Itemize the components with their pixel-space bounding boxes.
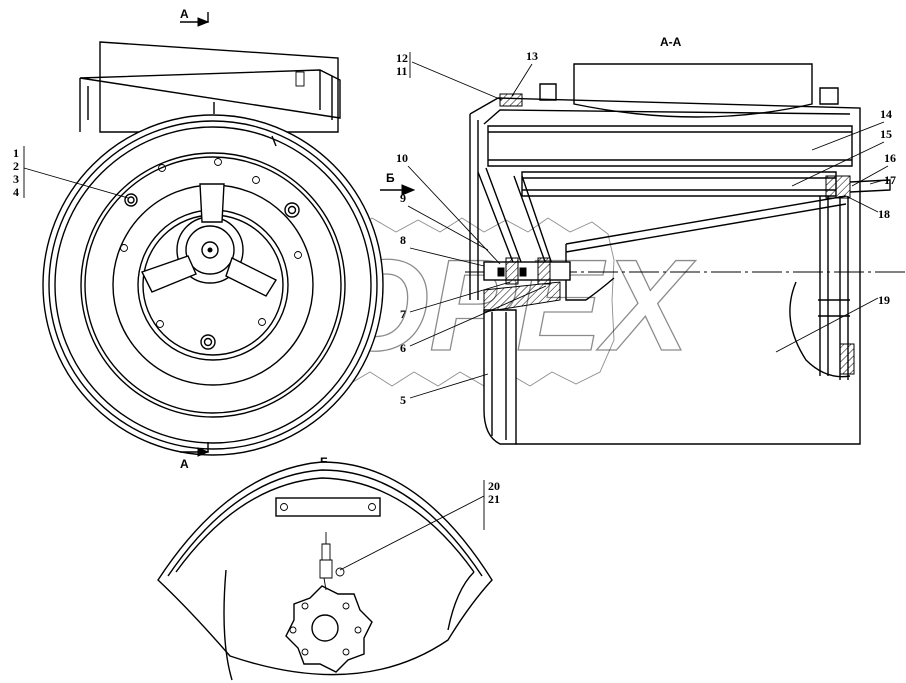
svg-text:20: 20 [488, 479, 500, 493]
view-b: Б [157, 455, 493, 681]
svg-text:5: 5 [400, 393, 406, 407]
svg-text:8: 8 [400, 233, 406, 247]
svg-text:2: 2 [13, 159, 19, 173]
svg-text:1: 1 [13, 146, 19, 160]
section-marker-bottom: А [180, 442, 210, 471]
svg-text:17: 17 [884, 173, 896, 187]
svg-text:7: 7 [400, 307, 406, 321]
view-b-marker: Б [380, 171, 416, 196]
svg-text:А: А [180, 7, 189, 21]
svg-text:4: 4 [13, 185, 19, 199]
callouts-section: 12 11 13 10 9 8 7 6 5 14 15 16 17 18 19 [396, 49, 896, 407]
svg-text:13: 13 [526, 49, 538, 63]
callouts-view-b: 20 21 [339, 479, 500, 571]
callout-1-4: 1 2 3 4 [13, 146, 129, 199]
section-view: А-А [465, 35, 905, 445]
svg-text:6: 6 [400, 341, 406, 355]
svg-text:12: 12 [396, 51, 408, 65]
svg-text:А-А: А-А [660, 35, 682, 49]
svg-text:А: А [180, 457, 189, 471]
section-marker-top: А [180, 7, 210, 27]
svg-text:18: 18 [878, 207, 890, 221]
svg-text:16: 16 [884, 151, 896, 165]
svg-text:21: 21 [488, 492, 500, 506]
svg-text:19: 19 [878, 293, 890, 307]
front-view [42, 41, 384, 456]
svg-text:Б: Б [386, 171, 395, 185]
svg-text:3: 3 [13, 172, 19, 186]
svg-text:9: 9 [400, 191, 406, 205]
svg-text:11: 11 [396, 64, 407, 78]
svg-text:14: 14 [880, 107, 892, 121]
svg-text:10: 10 [396, 151, 408, 165]
svg-text:15: 15 [880, 127, 892, 141]
